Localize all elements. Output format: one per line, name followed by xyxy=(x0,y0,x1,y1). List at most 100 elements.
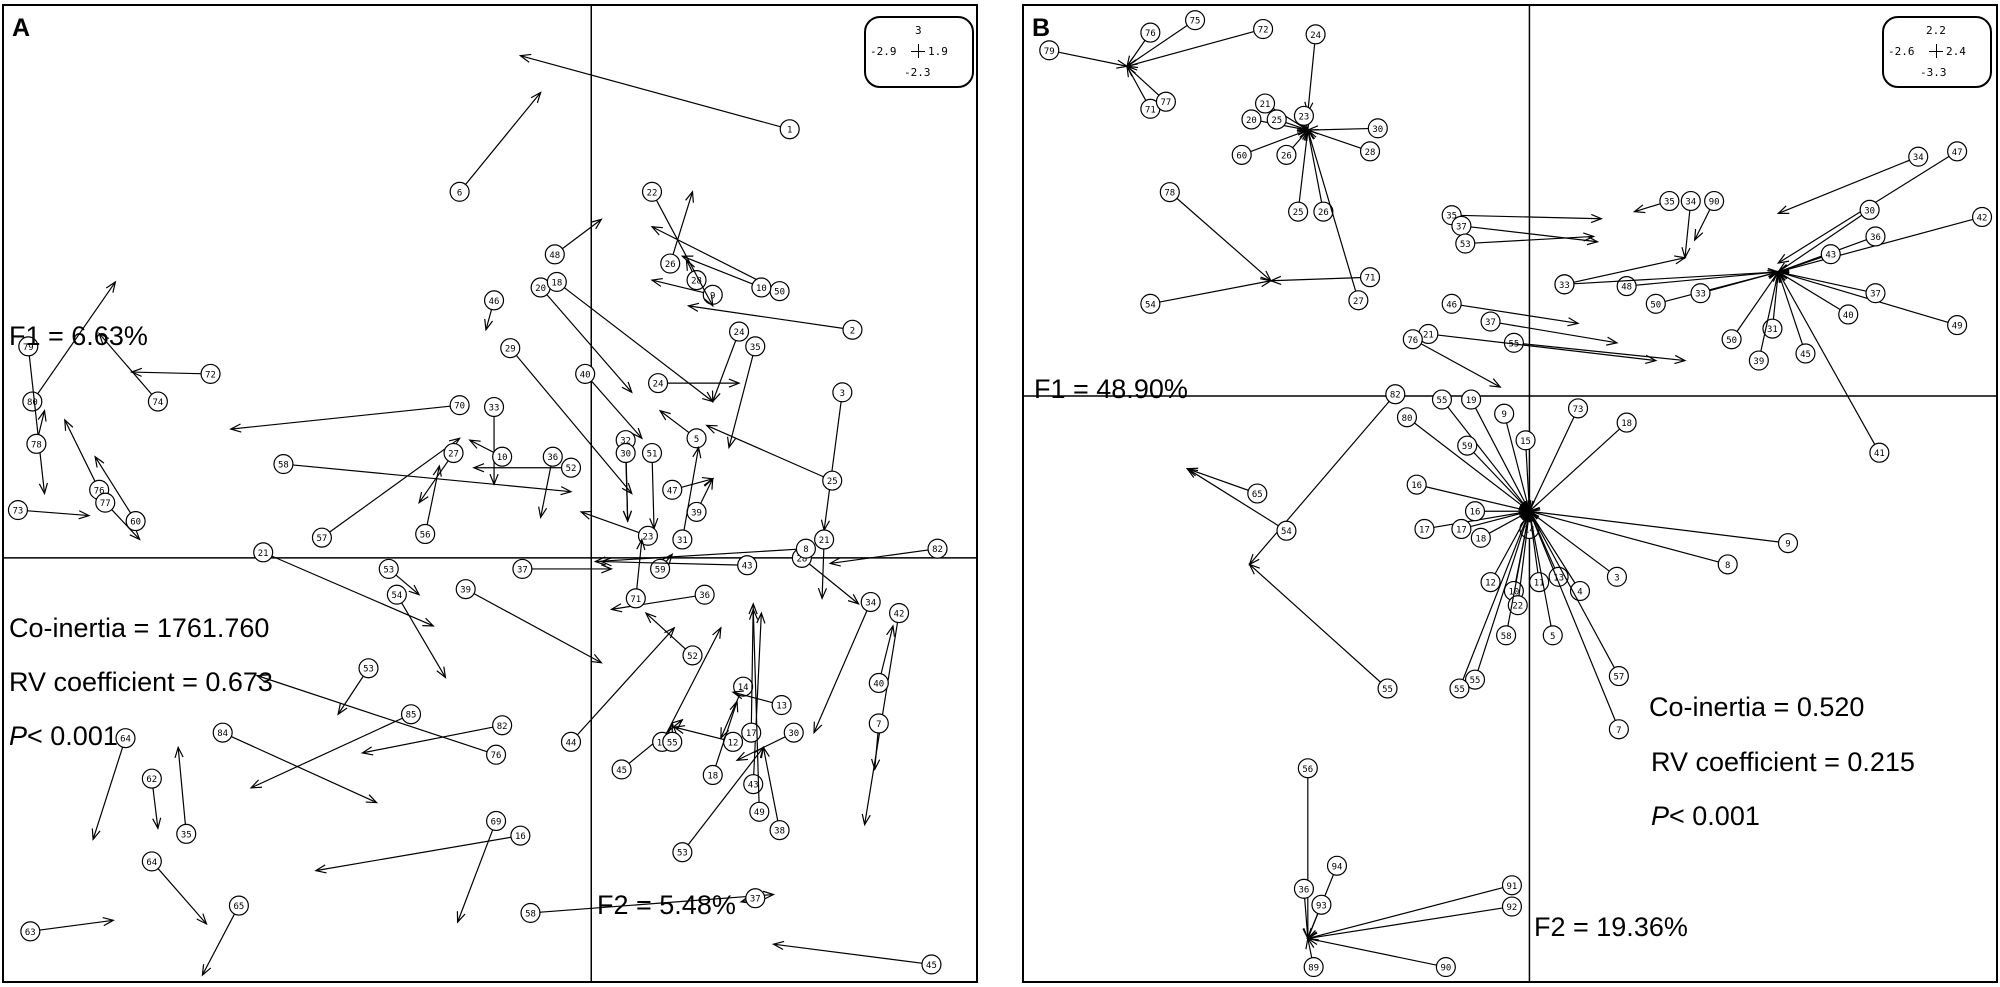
sample-circle xyxy=(575,363,596,384)
sample-arrow xyxy=(315,835,521,872)
sample-arrow xyxy=(1524,440,1531,512)
sample-circle xyxy=(1608,719,1629,740)
sample-arrowhead xyxy=(712,626,722,639)
sample-label: 30 xyxy=(1372,125,1383,135)
sample-point: 65 xyxy=(201,895,249,977)
sample-point: 43 xyxy=(1776,244,1841,274)
sample-arrowhead xyxy=(1645,354,1658,364)
sample-label: 33 xyxy=(489,404,500,414)
sample-arrow xyxy=(651,279,713,296)
sample-arrow xyxy=(1307,129,1324,212)
sample-point: 38 xyxy=(760,745,790,841)
sample-circle xyxy=(560,457,582,478)
sample-arrowhead xyxy=(680,255,694,265)
sample-circle xyxy=(1717,554,1738,575)
sample-circle xyxy=(1865,283,1886,304)
sample-point: 3 xyxy=(820,382,853,532)
sample-point: 21 xyxy=(814,529,835,600)
sample-arrowhead xyxy=(314,864,327,874)
sample-label: 35 xyxy=(1446,212,1457,222)
sample-point: 42 xyxy=(1776,206,1993,274)
sample-label: 45 xyxy=(926,961,937,971)
sample-label: 26 xyxy=(1318,208,1329,218)
sample-label: 20 xyxy=(535,284,546,294)
sample-arrow xyxy=(1249,563,1388,689)
sample-circle xyxy=(1777,533,1799,554)
sample-circle xyxy=(745,336,766,357)
sample-point: 60 xyxy=(94,455,146,532)
sample-label: 47 xyxy=(1952,148,1963,158)
sample-point: 8 xyxy=(1527,509,1738,575)
sample-label: 31 xyxy=(677,536,688,546)
sample-label: 58 xyxy=(525,909,536,919)
sample-arrow xyxy=(762,747,781,831)
sample-point: 46 xyxy=(1441,293,1580,327)
sample-point: 37 xyxy=(1451,215,1600,246)
sample-label: 38 xyxy=(774,827,785,837)
sample-circle xyxy=(1457,435,1478,456)
sample-arrowhead xyxy=(484,318,494,332)
sample-circle xyxy=(1303,956,1324,978)
sample-arrowhead xyxy=(590,218,603,230)
sample-label: 27 xyxy=(448,450,459,460)
sample-point: 72 xyxy=(129,363,221,384)
sample-point: 91 xyxy=(1306,875,1523,941)
sample-point: 24 xyxy=(1304,24,1326,114)
sample-arrowhead xyxy=(748,602,758,615)
sample-circle xyxy=(737,555,758,576)
sample-label: 76 xyxy=(491,751,502,761)
sample-label: 7 xyxy=(1616,726,1621,736)
sample-circle xyxy=(842,319,863,340)
sample-arrow xyxy=(1564,257,1686,285)
sample-circle xyxy=(1451,518,1472,540)
sample-label: 11 xyxy=(1534,579,1545,589)
sample-label: 40 xyxy=(580,370,591,380)
sample-arrow xyxy=(645,612,693,656)
sample-label: 36 xyxy=(1870,233,1881,243)
sample-arrow xyxy=(1528,510,1620,677)
sample-arrowhead xyxy=(1776,205,1790,215)
sample-arrow xyxy=(1307,905,1513,940)
sample-arrow xyxy=(1406,416,1530,512)
sample-arrow xyxy=(1528,510,1581,592)
sample-circle xyxy=(1494,403,1515,424)
sample-arrow xyxy=(283,463,572,493)
sample-arrow xyxy=(651,453,655,529)
sample-label: 6 xyxy=(457,188,462,198)
sample-label: 72 xyxy=(205,370,216,380)
sample-point: 53 xyxy=(378,558,421,596)
sample-arrow xyxy=(736,732,795,761)
sample-point: 78 xyxy=(26,409,47,454)
sample-label: 53 xyxy=(383,565,394,575)
sample-circle xyxy=(1039,40,1060,61)
sample-circle xyxy=(1449,678,1470,699)
sample-point: 5 xyxy=(1526,509,1563,646)
sample-label: 80 xyxy=(27,398,38,408)
sample-label: 19 xyxy=(1466,396,1477,406)
sample-point: 40 xyxy=(575,363,643,440)
sample-circle xyxy=(560,731,582,752)
sample-label: 22 xyxy=(647,188,658,198)
sample-circle xyxy=(1455,233,1476,254)
sample-arrowhead xyxy=(748,607,759,620)
sample-circle xyxy=(625,588,646,609)
sample-label: 73 xyxy=(1573,405,1584,415)
sample-circle xyxy=(1241,109,1262,130)
sample-arrowhead xyxy=(337,703,348,716)
sample-point: 55 xyxy=(1464,509,1531,690)
sample-arrow xyxy=(1528,408,1579,512)
sample-arrowhead xyxy=(636,537,646,551)
sample-arrow xyxy=(1517,511,1531,606)
sample-arrow xyxy=(1528,511,1554,636)
sample-arrowhead xyxy=(593,556,606,566)
sample-arrow xyxy=(1441,399,1530,512)
sample-label: 9 xyxy=(1785,540,1790,550)
sample-label: 76 xyxy=(94,486,105,496)
sample-label: 37 xyxy=(750,895,761,905)
sample-arrow xyxy=(570,627,675,743)
sample-circle xyxy=(500,338,521,359)
sample-point: 65 xyxy=(1185,467,1268,504)
sample-label: 56 xyxy=(420,530,431,540)
sample-label: 24 xyxy=(1310,31,1321,41)
sample-circle xyxy=(1762,318,1783,339)
